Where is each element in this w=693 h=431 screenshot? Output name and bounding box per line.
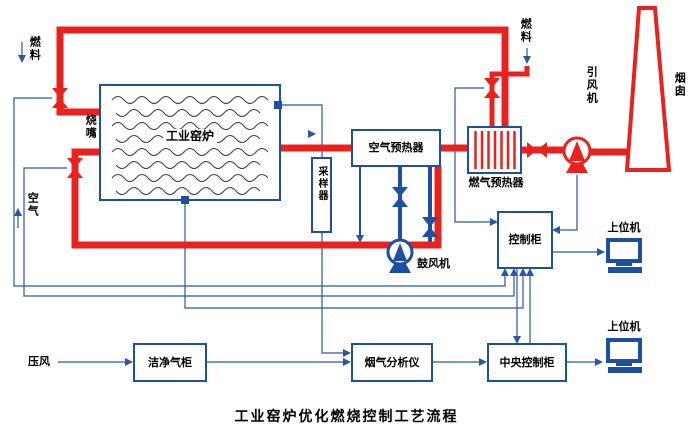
signal-arrowheads bbox=[14, 55, 605, 366]
chimney-icon bbox=[624, 6, 672, 172]
blower-label: 鼓风机 bbox=[417, 257, 450, 270]
host-top-label: 上位机 bbox=[607, 221, 641, 234]
induced-fan-label: 引风机 bbox=[585, 66, 599, 105]
host-computer-bottom-icon bbox=[606, 338, 642, 373]
air-preheater-box bbox=[351, 129, 441, 167]
air-label: 空气 bbox=[26, 192, 40, 218]
burner-label: 烧嘴 bbox=[84, 114, 98, 140]
blower-valve-b-icon bbox=[422, 217, 438, 237]
sampler-box bbox=[311, 157, 332, 233]
diagram-title: 工业窑炉优化燃烧控制工艺流程 bbox=[234, 409, 459, 425]
blower-valve-a-icon bbox=[392, 187, 408, 207]
fuel-left-label: 燃料 bbox=[28, 36, 42, 62]
control-cabinet-box bbox=[497, 211, 553, 269]
analyzer-box bbox=[351, 343, 433, 382]
central-control-label: 中央控制柜 bbox=[499, 355, 555, 369]
clean-gas-label: 洁净气柜 bbox=[148, 355, 192, 369]
kiln-sensors bbox=[181, 101, 282, 204]
fuel-right-label: 燃料 bbox=[519, 18, 533, 44]
sampler-label: 采样器 bbox=[316, 166, 327, 202]
pipe-fuel-inlet bbox=[489, 66, 530, 127]
pipe-fuel-main bbox=[56, 26, 509, 127]
host-bottom-label: 上位机 bbox=[607, 320, 641, 333]
kiln-bottom-sensor-icon bbox=[181, 196, 189, 204]
flue-valve-icon bbox=[527, 142, 547, 158]
flue-gas-analyzer-label: 烟气分析仪 bbox=[364, 355, 420, 369]
central-control-box bbox=[487, 343, 567, 382]
chimney-label: 烟囱 bbox=[673, 72, 687, 98]
gas-preheater-label: 燃气预热器 bbox=[468, 176, 524, 189]
kiln-top-sensor-icon bbox=[274, 101, 282, 109]
fuel-valve-icon bbox=[52, 88, 68, 108]
fuel-inlet-valve-icon bbox=[484, 78, 500, 98]
host-computer-top-icon bbox=[606, 238, 642, 273]
clean-gas-box bbox=[133, 343, 207, 382]
induced-fan-icon bbox=[562, 136, 592, 173]
pipe-air-main bbox=[71, 148, 442, 249]
blower-fan-icon bbox=[386, 238, 414, 273]
gas-preheater-fins bbox=[474, 131, 516, 169]
air-preheater-label: 空气预热器 bbox=[368, 141, 424, 155]
air-valve-icon bbox=[67, 158, 83, 178]
kiln-label: 工业窑炉 bbox=[100, 129, 280, 144]
control-cabinet-label: 控制柜 bbox=[508, 233, 542, 247]
signal-lines bbox=[13, 42, 597, 363]
compressed-air-label: 压风 bbox=[28, 355, 50, 368]
